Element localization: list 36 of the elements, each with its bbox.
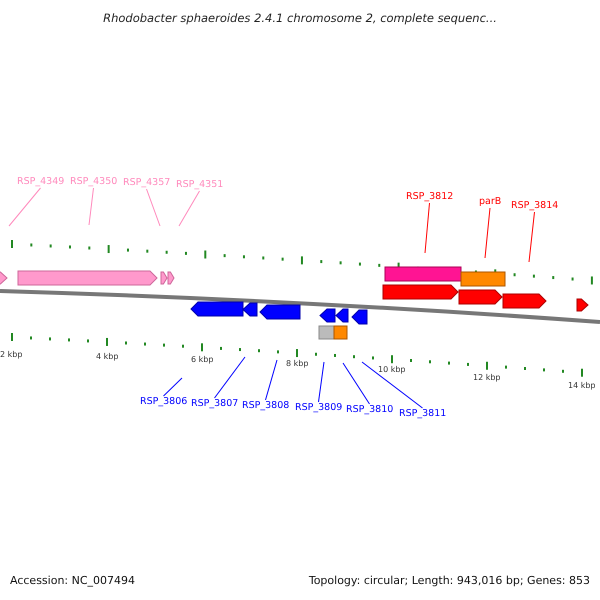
gene-label: RSP_3807 <box>191 398 238 410</box>
leader-line <box>318 362 324 402</box>
gene-label: RSP_4351 <box>176 179 224 191</box>
axis-label: 12 kbp <box>473 373 501 383</box>
leader-line <box>265 360 278 400</box>
axis-label: 8 kbp <box>286 359 308 369</box>
gene-label: RSP_3812 <box>406 191 454 203</box>
gene-label: RSP_4349 <box>17 176 64 188</box>
footer-text: Topology: circular; Length: 943,016 bp; Genes: 853 <box>308 574 590 587</box>
axis-label: 2 kbp <box>0 350 22 360</box>
axis-label: 14 kbp <box>568 381 596 391</box>
leader-line <box>8 188 41 226</box>
leader-line <box>424 202 430 254</box>
leader-line <box>342 362 370 404</box>
footer-text: Accession: NC_007494 <box>10 574 136 587</box>
leader-line <box>214 356 246 398</box>
axis-label: 10 kbp <box>378 365 406 375</box>
gene-label: RSP_3809 <box>295 402 342 414</box>
leader-line <box>88 188 94 226</box>
axis-label: 4 kbp <box>96 352 118 362</box>
axis-label: 6 kbp <box>191 355 214 365</box>
leader-line <box>146 188 160 226</box>
gene-label: RSP_4350 <box>70 176 118 188</box>
leader-line <box>163 378 182 396</box>
gene-label: RSP_3811 <box>399 408 446 420</box>
gene-label: RSP_3806 <box>140 396 188 408</box>
gene-label: RSP_3808 <box>242 400 290 412</box>
leader-line <box>178 190 200 226</box>
leader-line <box>528 212 535 262</box>
title: Rhodobacter sphaeroides 2.4.1 chromosome 2, complete sequenc... <box>102 11 498 25</box>
gene-label: RSP_3810 <box>346 404 394 416</box>
gene-label: RSP_3814 <box>511 200 558 212</box>
gene-label: RSP_4357 <box>123 177 170 189</box>
gene-label: parB <box>479 196 502 208</box>
leader-line <box>362 362 423 408</box>
leader-line <box>484 208 490 258</box>
